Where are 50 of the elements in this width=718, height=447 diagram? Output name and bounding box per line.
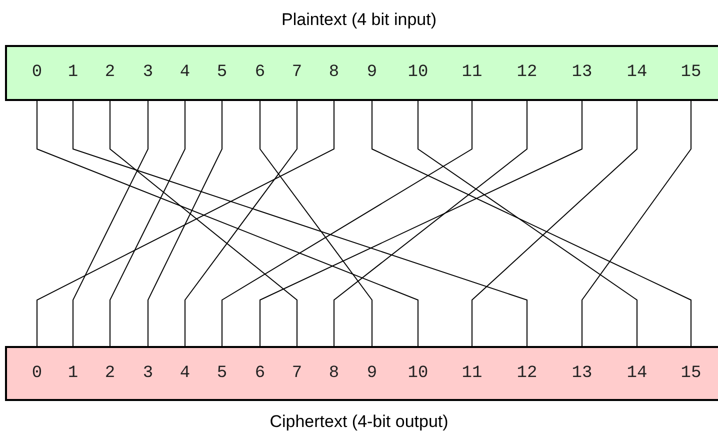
bit-index: 11 — [462, 63, 482, 83]
bit-index: 6 — [254, 364, 266, 384]
bit-index: 9 — [366, 364, 378, 384]
wire — [72, 100, 528, 346]
bit-index: 4 — [180, 63, 190, 83]
wire — [260, 100, 372, 346]
bit-index: 7 — [292, 63, 302, 83]
wire — [334, 100, 528, 346]
register-title: Ciphertext (4-bit output) — [270, 411, 448, 433]
wire — [472, 100, 638, 346]
wire — [148, 100, 222, 346]
bit-index: 5 — [216, 364, 228, 384]
bit-index: 8 — [328, 364, 340, 384]
wire — [260, 100, 582, 346]
bit-index: 10 — [408, 63, 428, 83]
wire — [36, 100, 334, 346]
bit-index: 3 — [142, 364, 154, 384]
bit-index: 14 — [626, 63, 648, 83]
bit-index: 15 — [680, 364, 702, 384]
bit-index: 4 — [180, 364, 190, 384]
wire — [110, 100, 298, 346]
bit-index: 1 — [68, 364, 78, 384]
register-title: Plaintext (4 bit input) — [282, 9, 436, 31]
wire — [36, 100, 418, 346]
bit-index: 5 — [216, 63, 228, 83]
bit-index: 8 — [328, 63, 340, 83]
bit-index: 14 — [626, 364, 648, 384]
wire — [110, 100, 186, 346]
wire — [582, 100, 692, 346]
wire — [418, 100, 638, 346]
bit-index: 2 — [104, 63, 116, 83]
bit-index: 15 — [680, 63, 702, 83]
bit-index: 13 — [572, 63, 592, 83]
bit-index: 2 — [104, 364, 116, 384]
bit-index: 1 — [68, 63, 78, 83]
wire — [72, 100, 148, 346]
bit-index: 0 — [32, 63, 42, 83]
bit-index: 0 — [32, 364, 42, 384]
bit-index: 6 — [254, 63, 266, 83]
wire — [372, 100, 692, 346]
bit-index: 10 — [408, 364, 428, 384]
bit-index: 12 — [516, 63, 538, 83]
wire — [184, 100, 298, 346]
bit-index: 11 — [462, 364, 482, 384]
bit-index: 9 — [366, 63, 378, 83]
bit-index: 7 — [292, 364, 302, 384]
bit-index: 12 — [516, 364, 538, 384]
bit-index: 13 — [572, 364, 592, 384]
bit-index: 3 — [142, 63, 154, 83]
wire — [222, 100, 472, 346]
